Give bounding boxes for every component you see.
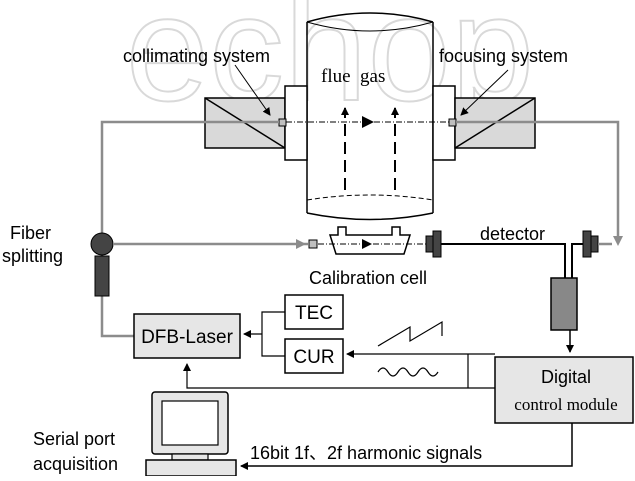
tec-box xyxy=(284,294,344,330)
splitting-label: splitting xyxy=(2,246,63,266)
calibration-cell xyxy=(308,226,442,258)
digital-label: Digital xyxy=(541,367,591,387)
flue-gas-label: flue gas xyxy=(321,66,385,87)
tec-label: TEC xyxy=(295,303,333,324)
dfb-laser-box xyxy=(133,313,241,359)
collimating-system-label: collimating system xyxy=(123,46,270,66)
computer-icon xyxy=(145,391,237,477)
fiber-arrow-right xyxy=(613,236,623,246)
acquisition-module xyxy=(550,277,578,331)
digital-control-module-box xyxy=(494,356,634,424)
fiber-label: Fiber xyxy=(10,223,51,243)
tec-cur-connector xyxy=(243,311,285,357)
detector-right xyxy=(582,230,612,258)
control-module-label: control module xyxy=(514,395,617,414)
laser-pigtail xyxy=(94,255,110,297)
serial-port-label: Serial port xyxy=(33,429,115,449)
sawtooth-waveform xyxy=(377,320,443,347)
flue-gas-arrows xyxy=(341,107,399,190)
fiber-lines xyxy=(100,120,620,338)
cur-label: CUR xyxy=(293,347,334,368)
beam-arrow xyxy=(362,116,374,128)
acquisition-label: acquisition xyxy=(33,454,118,474)
calibration-cell-label: Calibration cell xyxy=(309,268,427,288)
sine-waveform xyxy=(377,367,439,377)
fiber-arrow-cell xyxy=(296,239,306,249)
laser-control-line xyxy=(183,363,495,389)
detector-label: detector xyxy=(480,224,545,244)
harmonic-signal-line xyxy=(240,423,573,470)
dfb-laser-label: DFB-Laser xyxy=(141,327,234,348)
focusing-system-label: focusing system xyxy=(439,46,568,66)
fiber-splitter xyxy=(90,232,114,256)
harmonic-signals-label: 16bit 1f、2f harmonic signals xyxy=(250,443,482,463)
detector-signal-lines xyxy=(441,243,583,280)
